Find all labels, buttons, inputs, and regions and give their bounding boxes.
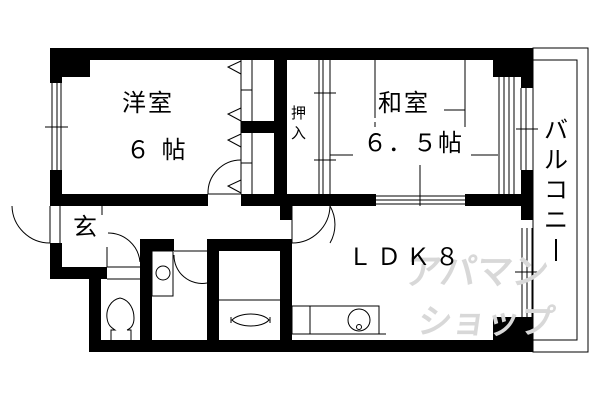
walls xyxy=(50,48,533,352)
balcony-char: コ xyxy=(544,176,568,204)
watermark-line2: ショップ xyxy=(415,302,557,342)
japanese-room-size: ６．５帖 xyxy=(363,129,463,157)
japanese-room-name: 和室 xyxy=(378,89,430,117)
western-room-size: ６ 帖 xyxy=(126,136,188,164)
fixtures-lines xyxy=(11,47,589,353)
closet-label-2: 入 xyxy=(291,124,307,142)
balcony-char xyxy=(543,235,569,261)
balcony-label: バ ル コ ニ xyxy=(543,115,569,261)
entrance-label: 玄 xyxy=(73,213,97,241)
balcony-char: ニ xyxy=(544,206,568,234)
balcony-char: ル xyxy=(544,146,568,174)
western-room-name: 洋室 xyxy=(122,89,174,117)
balcony-char: バ xyxy=(544,116,568,144)
closet-label-1: 押 xyxy=(291,104,307,122)
ldk-label: ＬＤＫ８ xyxy=(348,243,464,271)
